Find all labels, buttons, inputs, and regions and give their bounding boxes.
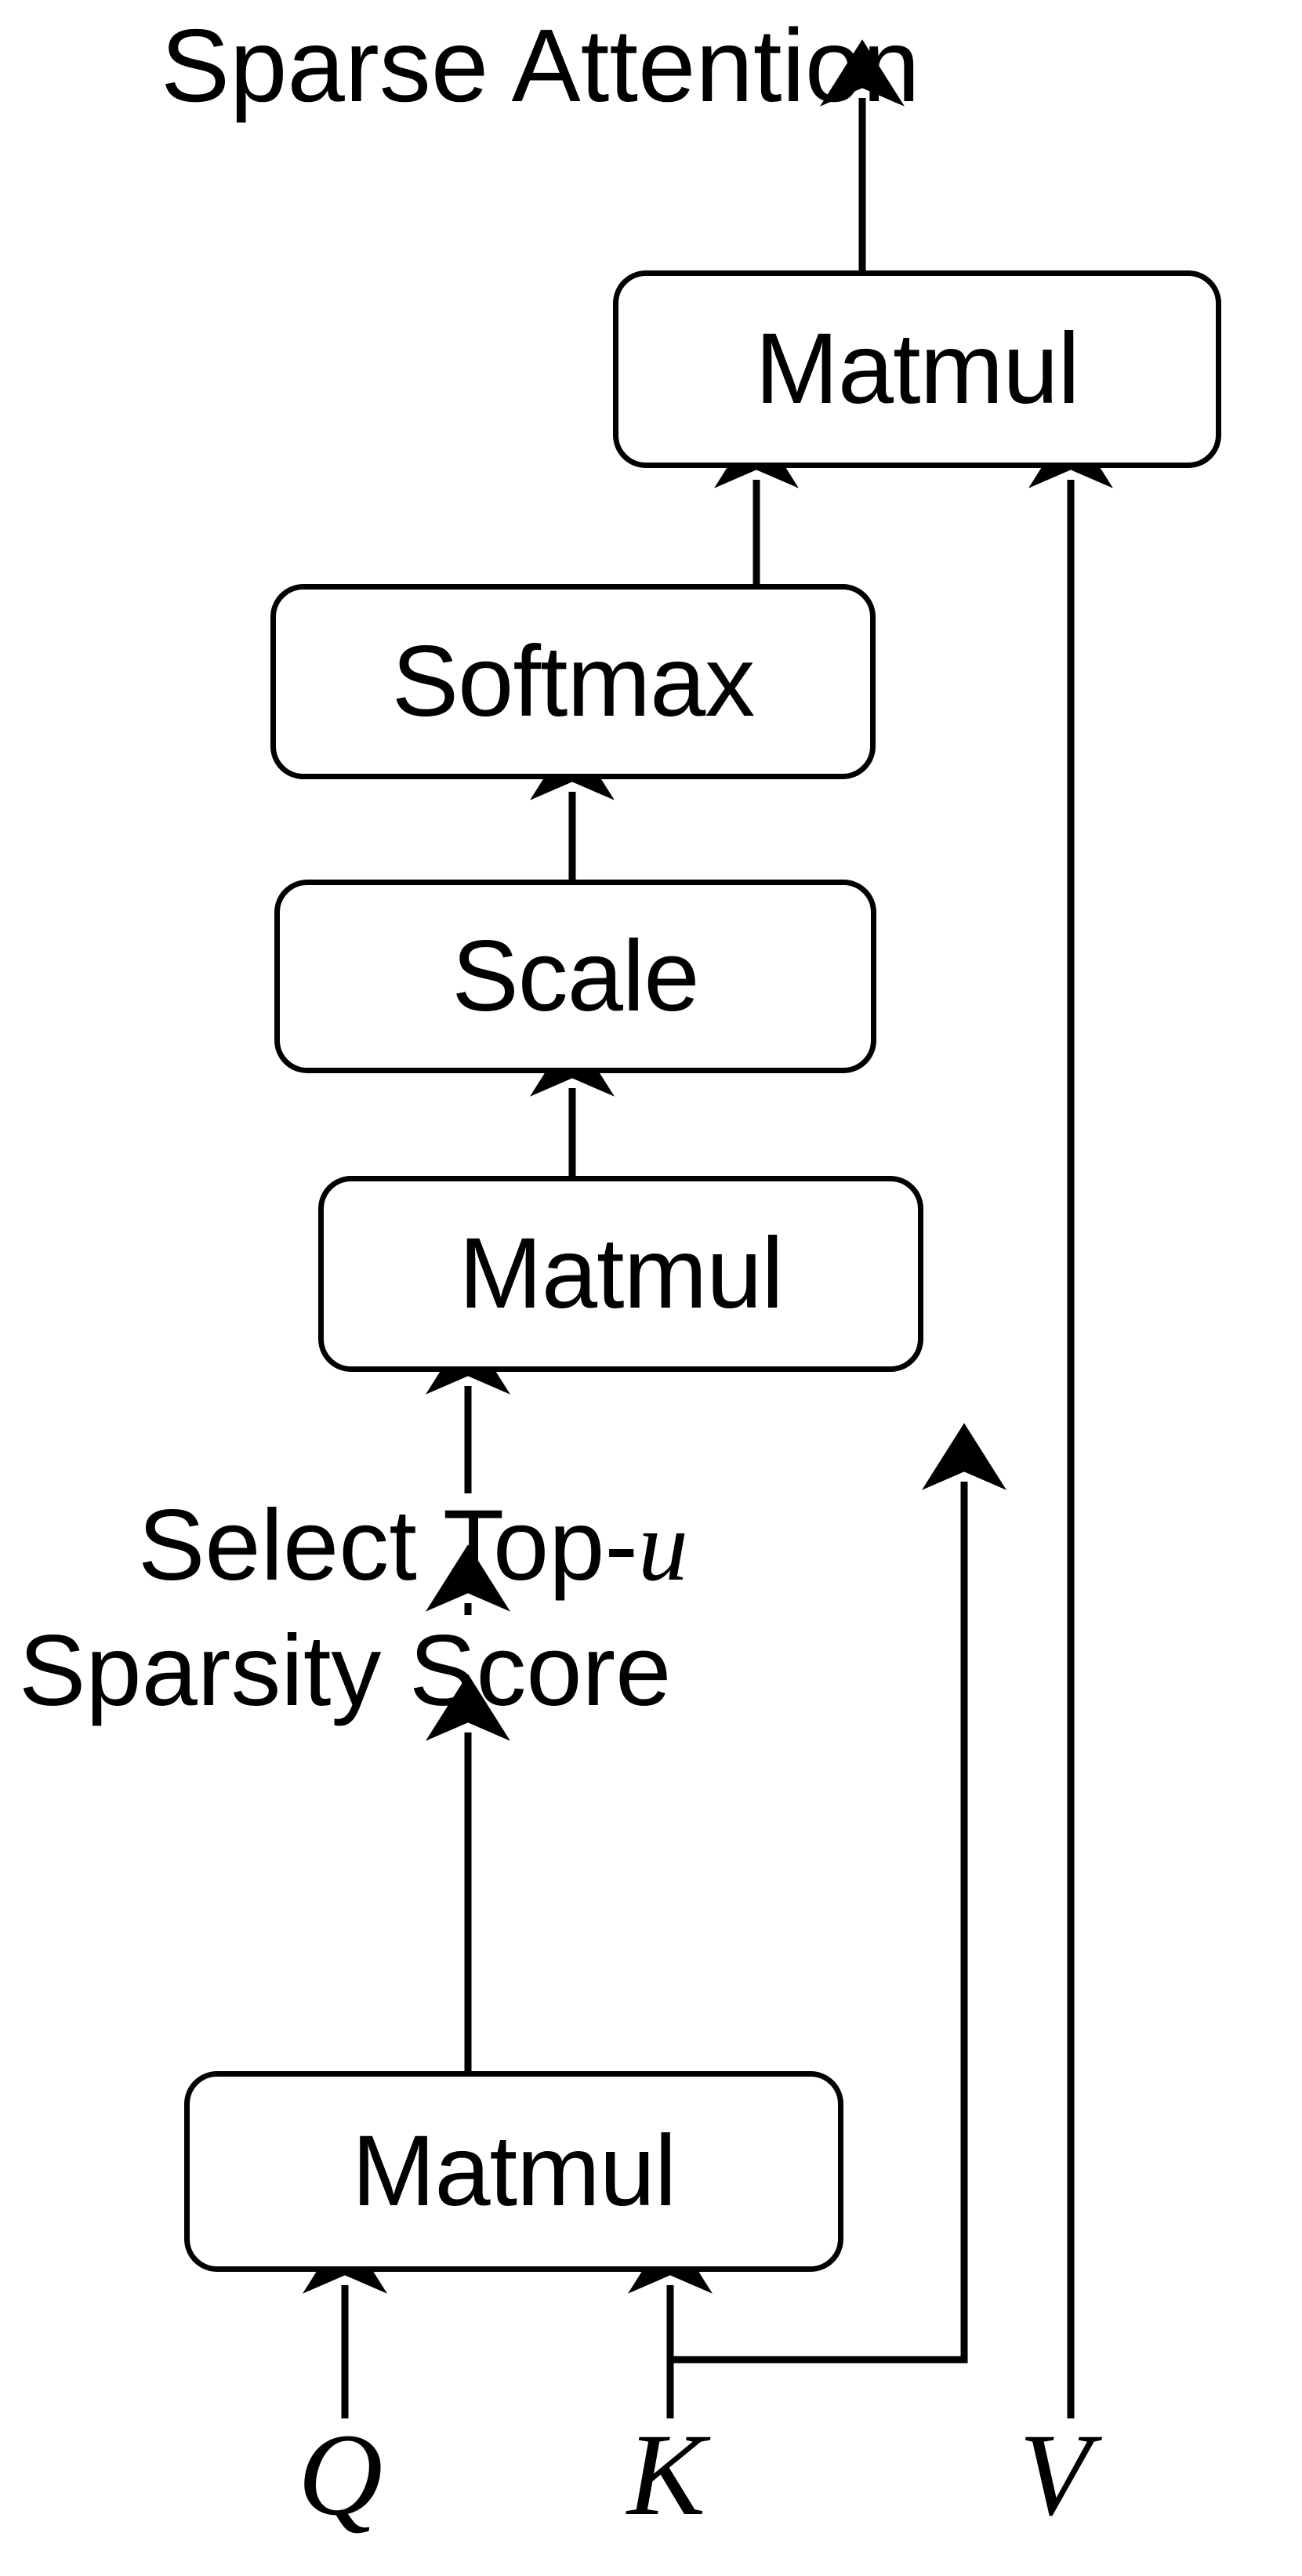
input-label-q: Q bbox=[298, 2410, 383, 2540]
node-matmul-qk-label: Matmul bbox=[351, 2115, 677, 2227]
node-softmax-label: Softmax bbox=[391, 625, 755, 738]
node-select-top-u-variable: u bbox=[638, 1490, 688, 1602]
node-sparsity-score: Sparsity Score bbox=[19, 1615, 672, 1727]
node-matmul-selected-label: Matmul bbox=[459, 1217, 784, 1330]
node-scale-label: Scale bbox=[452, 920, 699, 1032]
node-matmul-selected[interactable]: Matmul bbox=[318, 1176, 923, 1372]
node-matmul-output[interactable]: Matmul bbox=[613, 270, 1221, 468]
node-softmax[interactable]: Softmax bbox=[270, 584, 876, 779]
node-matmul-qk[interactable]: Matmul bbox=[184, 2071, 843, 2272]
output-label-sparse-attention: Sparse Attention bbox=[161, 8, 920, 123]
node-select-top-u: Select Top-u bbox=[138, 1496, 688, 1597]
node-select-top-u-label: Select Top- bbox=[138, 1489, 638, 1602]
node-matmul-output-label: Matmul bbox=[755, 313, 1080, 425]
input-label-k: K bbox=[627, 2410, 706, 2540]
node-scale[interactable]: Scale bbox=[274, 880, 876, 1073]
input-label-v: V bbox=[1019, 2410, 1091, 2540]
edge-k-to-matmul-sel bbox=[666, 1423, 1006, 2418]
